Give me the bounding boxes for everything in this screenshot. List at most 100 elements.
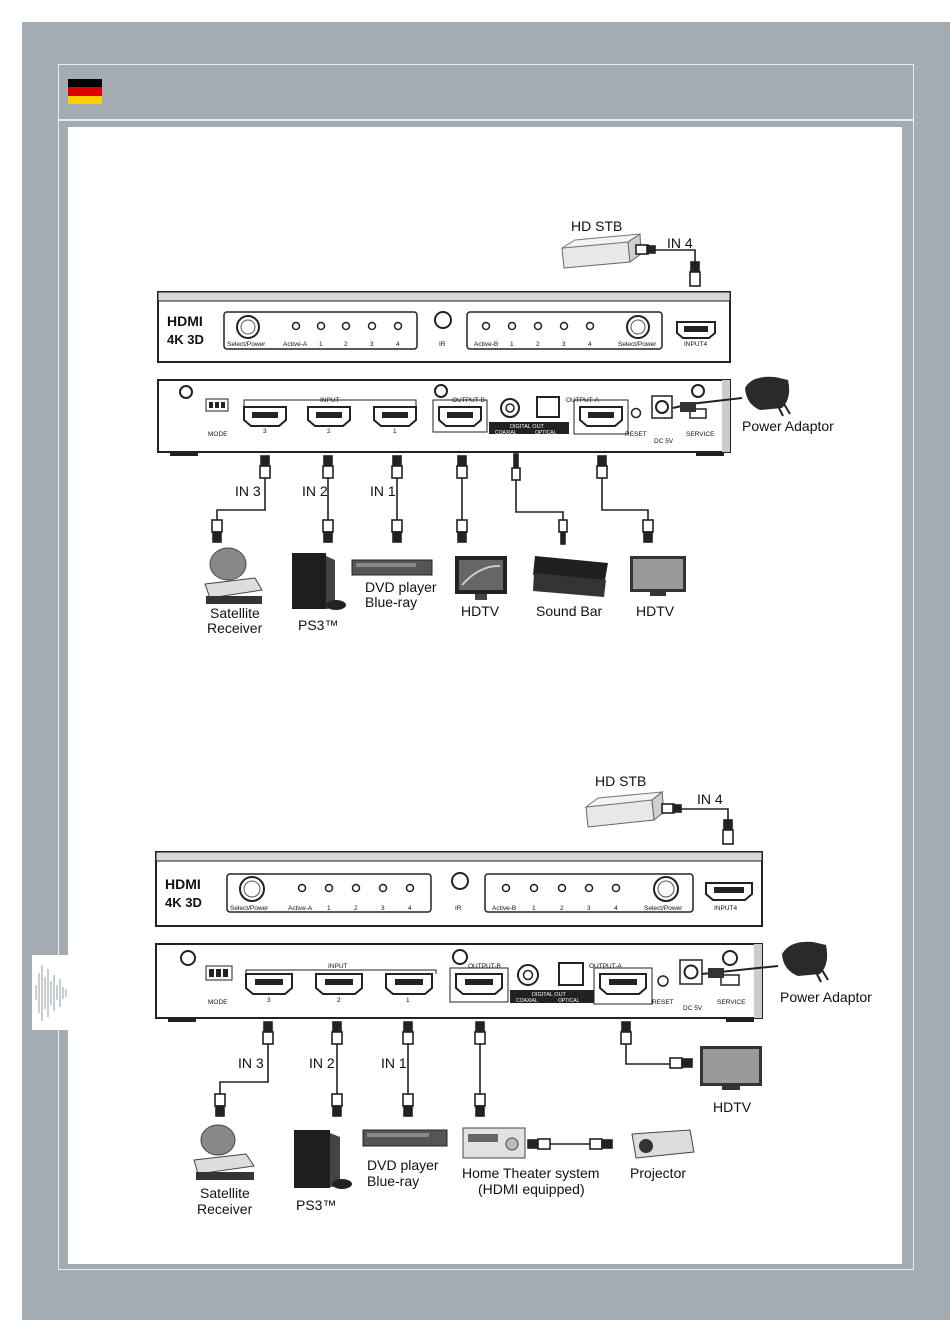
select-power-label: Select/Power — [230, 905, 269, 912]
ps3-console-icon — [292, 553, 346, 610]
active-b-label: Active-B — [474, 341, 498, 348]
sound-bar-icon — [533, 556, 608, 597]
dvd-player-icon-2 — [362, 1129, 448, 1147]
in4-cable — [635, 244, 701, 287]
port-label: 3 — [263, 428, 267, 435]
led-label: 4 — [396, 341, 400, 348]
in2-label: IN 2 — [309, 1055, 335, 1071]
home-theater-receiver-icon — [462, 1127, 526, 1159]
optical-label: OPTICAL — [535, 430, 557, 436]
coaxial-label: COAXIAL — [516, 998, 538, 1004]
led-label: 4 — [588, 341, 592, 348]
port-label: 1 — [393, 428, 397, 435]
mode-label: MODE — [208, 999, 228, 1006]
content-border — [58, 120, 914, 1270]
port-label: 3 — [267, 997, 271, 1004]
in4-label: IN 4 — [697, 791, 723, 807]
led-label: 1 — [327, 905, 331, 912]
output-b-label: OUTPUT-B — [468, 963, 501, 970]
hd-stb-label: HD STB — [595, 773, 646, 789]
logo-sub: 4K 3D — [167, 332, 204, 347]
connection-diagram-1: HD STB IN 4 HDMI 4K 3D Select/Power Acti… — [157, 218, 834, 636]
hd-stb-device-2: HD STB — [584, 773, 665, 828]
hd-stb-device: HD STB — [561, 218, 642, 269]
mode-label: MODE — [208, 431, 228, 438]
led-label: 1 — [510, 341, 514, 348]
input-cables-2 — [214, 1021, 693, 1150]
output-a-label: OUTPUT-A — [589, 963, 623, 970]
led-label: 2 — [560, 905, 564, 912]
hdmi-logo: HDMI — [165, 876, 201, 892]
digital-out-label: DIGITAL OUT — [532, 992, 567, 998]
side-tab-decoration — [22, 955, 70, 1030]
led-label: 4 — [408, 905, 412, 912]
device-label-ps3: PS3™ — [298, 617, 338, 633]
power-adaptor-icon-2: Power Adaptor — [701, 941, 872, 1005]
input4-label: INPUT4 — [684, 341, 708, 348]
select-power-label: Select/Power — [618, 341, 657, 348]
in1-label: IN 1 — [381, 1055, 407, 1071]
power-adaptor-label: Power Adaptor — [742, 418, 834, 434]
switch-front-panel: HDMI 4K 3D Select/Power Active-A 1 2 3 4… — [157, 291, 731, 363]
in4-cable-2 — [661, 803, 734, 845]
device-label-hdtv-1: HDTV — [461, 603, 500, 619]
led-label: 2 — [344, 341, 348, 348]
led-label: 2 — [536, 341, 540, 348]
header-bar — [58, 64, 914, 120]
service-label: SERVICE — [717, 999, 746, 1006]
power-adaptor-icon: Power Adaptor — [672, 376, 834, 434]
dc-label: DC 5V — [683, 1005, 703, 1012]
input4-label: INPUT4 — [714, 905, 738, 912]
ps3-console-icon-2 — [294, 1130, 352, 1189]
select-power-label: Select/Power — [644, 905, 683, 912]
led-label: 3 — [381, 905, 385, 912]
hdmi-logo: HDMI — [167, 313, 203, 329]
in3-label: IN 3 — [235, 483, 261, 499]
hd-stb-label: HD STB — [571, 218, 622, 234]
optical-label: OPTICAL — [558, 998, 580, 1004]
germany-flag-icon — [68, 79, 102, 104]
connection-diagram-2: HD STB IN 4 HDMI 4K 3D Select/Power Acti… — [155, 773, 872, 1217]
in1-label: IN 1 — [370, 483, 396, 499]
active-a-label: Active-A — [288, 905, 313, 912]
device-label-hdtv-2: HDTV — [636, 603, 675, 619]
power-adaptor-label: Power Adaptor — [780, 989, 872, 1005]
active-a-label: Active-A — [283, 341, 308, 348]
dvd-player-icon — [351, 559, 433, 576]
input-label: INPUT — [328, 963, 348, 970]
switch-rear-panel: MODE INPUT 3 2 1 OUTPUT-B DIGITAL OUT CO… — [157, 379, 731, 456]
device-label-home-theater: Home Theater system(HDMI equipped) — [462, 1165, 599, 1197]
port-label: 2 — [327, 428, 331, 435]
device-label-hdtv: HDTV — [713, 1099, 752, 1115]
reset-label: RESET — [652, 999, 674, 1006]
digital-out-label: DIGITAL OUT — [510, 424, 545, 430]
port-label: 2 — [337, 997, 341, 1004]
in4-label: IN 4 — [667, 235, 693, 251]
service-label: SERVICE — [686, 431, 715, 438]
hdtv-icon-2 — [700, 1046, 762, 1090]
device-label-sound-bar: Sound Bar — [536, 603, 602, 619]
device-label-ps3: PS3™ — [296, 1197, 336, 1213]
satellite-receiver-icon — [204, 547, 263, 604]
select-power-label: Select/Power — [227, 341, 266, 348]
hdtv-icon — [630, 556, 686, 596]
ir-label: IR — [439, 341, 446, 348]
device-label-projector: Projector — [630, 1165, 686, 1181]
led-label: 2 — [354, 905, 358, 912]
ir-label: IR — [455, 905, 462, 912]
hdtv-monitor-icon — [455, 556, 507, 600]
input-cables — [211, 453, 654, 545]
switch-rear-panel-2: MODE INPUT 3 2 1 OUTPUT-B DIGITAL OUT CO… — [155, 943, 763, 1022]
led-label: 3 — [587, 905, 591, 912]
port-label: 1 — [406, 997, 410, 1004]
satellite-receiver-icon-2 — [193, 1124, 255, 1180]
active-b-label: Active-B — [492, 905, 516, 912]
led-label: 3 — [370, 341, 374, 348]
led-label: 1 — [532, 905, 536, 912]
led-label: 3 — [562, 341, 566, 348]
